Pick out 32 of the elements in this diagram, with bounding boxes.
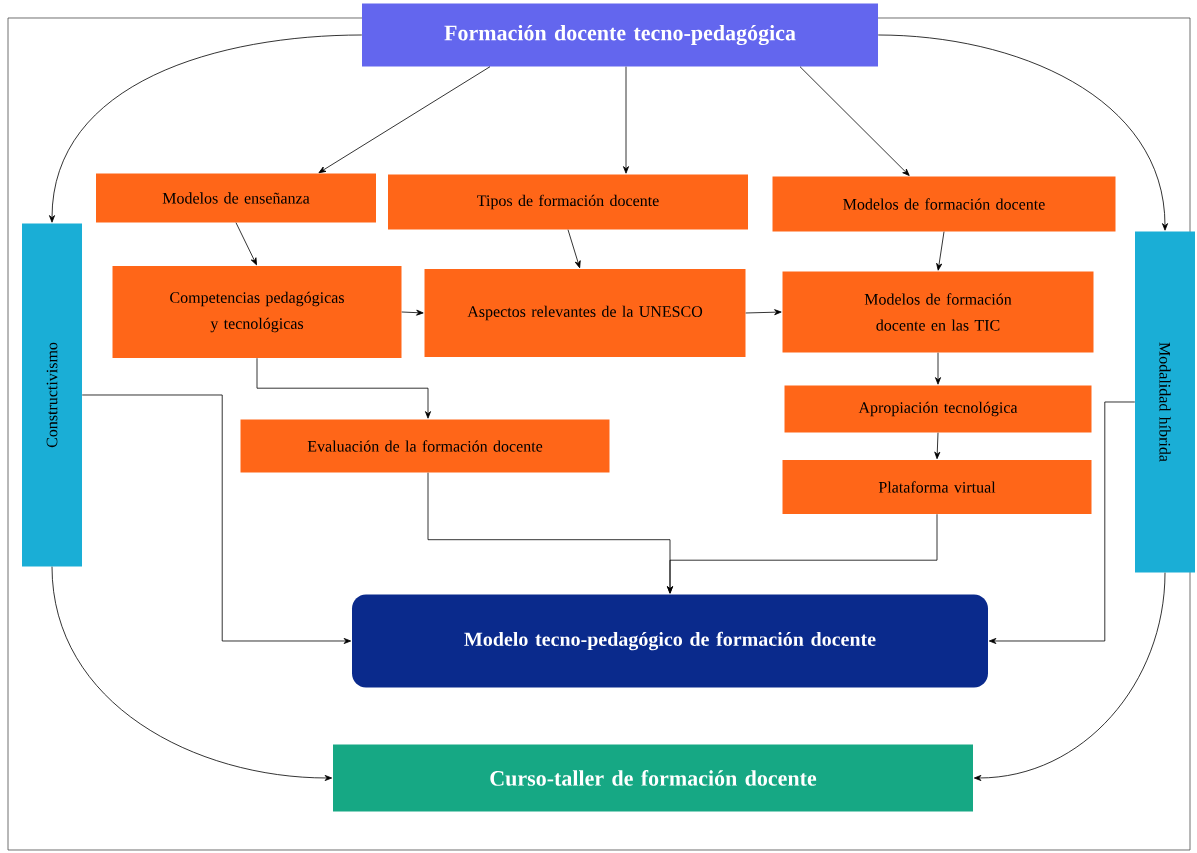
arrow: [401, 309, 424, 316]
process-box: Evaluación de la formación docente: [240, 419, 610, 473]
arrow: [81, 394, 352, 644]
arrow: [877, 34, 1168, 231]
arrow: [973, 572, 1166, 781]
arrow: [49, 34, 363, 223]
arrow: [235, 222, 257, 266]
result-box: Curso-taller de formación docente: [333, 744, 973, 812]
arrow: [567, 229, 581, 269]
arrow: [799, 66, 910, 176]
result-box: Modelo tecno-pedagógico de formación docente: [352, 594, 988, 688]
arrow: [935, 352, 941, 385]
arrow: [745, 309, 782, 316]
arrow: [51, 566, 333, 781]
process-box: Aspectos relevantes de la UNESCO: [424, 269, 746, 357]
arrow: [667, 513, 938, 594]
arrow: [934, 432, 941, 460]
arrow: [623, 66, 629, 174]
arrow: [988, 401, 1136, 644]
title-box: Formación docente tecno-pedagógica: [362, 3, 878, 67]
process-box: Tipos de formación docente: [388, 174, 748, 230]
vertical-label-box: Modalidad híbrida: [1135, 231, 1195, 573]
vertical-label-box: Constructivismo: [22, 223, 82, 567]
arrow: [256, 357, 431, 419]
arrow: [936, 231, 945, 271]
process-box: Modelos de enseñanza: [96, 173, 376, 223]
process-box: Competencias pedagógicas y tecnológicas: [112, 266, 402, 358]
process-box: Modelos de formación docente en las TIC: [782, 271, 1094, 353]
arrow: [318, 66, 491, 174]
process-box: Apropiación tecnológica: [784, 385, 1092, 433]
process-box: Modelos de formación docente: [772, 176, 1116, 232]
process-box: Plataforma virtual: [782, 460, 1092, 514]
